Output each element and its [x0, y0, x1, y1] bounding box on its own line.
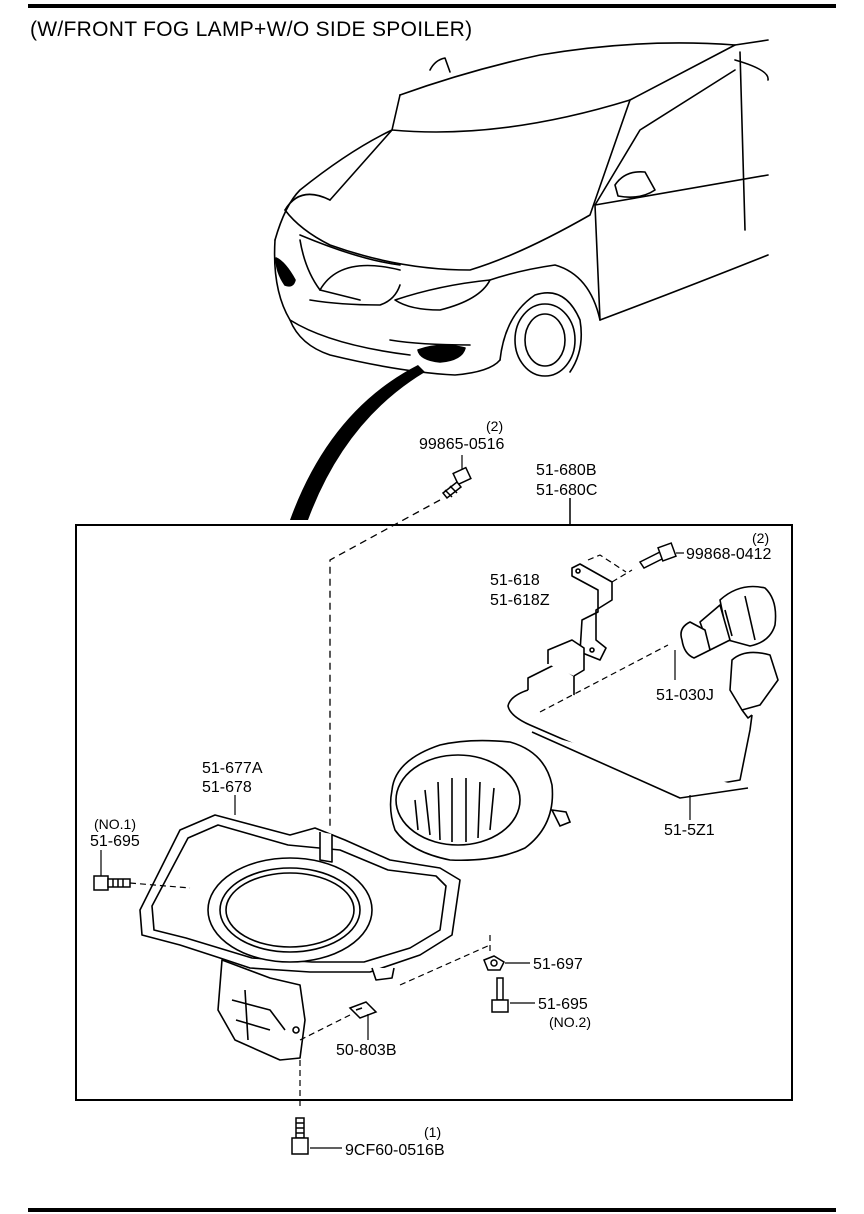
bolt-bottom-qty: (1): [424, 1124, 441, 1140]
screw-no1: [93, 875, 131, 891]
bracket-number-1: 51-618: [490, 572, 540, 589]
bolt-top-number: 99865-0516: [419, 436, 505, 453]
clip-part: [348, 1001, 378, 1019]
harness-number: 51-5Z1: [664, 822, 715, 839]
housing-number-1: 51-677A: [202, 760, 263, 777]
screw-no1-note: (NO.1): [94, 816, 136, 832]
screw-top-right: [638, 542, 677, 569]
nut-dashline: [399, 935, 491, 986]
fog-lamp-lens: [389, 739, 572, 862]
screw-no1-dashline: [129, 882, 191, 889]
bracket-dashline-2: [587, 554, 627, 573]
harness-part: [507, 639, 779, 799]
bracket-number-2: 51-618Z: [490, 592, 550, 609]
bracket-part: [571, 563, 613, 661]
car-illustration: [273, 39, 769, 377]
bolt-top-qty: (2): [486, 418, 503, 434]
clip-number: 50-803B: [336, 1042, 397, 1059]
screw-no2-note: (NO.2): [549, 1014, 591, 1030]
housing-part: [139, 814, 461, 1061]
clip-dashline: [299, 1014, 351, 1041]
bolt-top: [441, 466, 472, 500]
assembly-number-1: 51-680B: [536, 462, 597, 479]
bolt-top-dashline: [329, 499, 441, 830]
screw-no2-number: 51-695: [538, 996, 588, 1013]
assembly-number-2: 51-680C: [536, 482, 597, 499]
housing-number-2: 51-678: [202, 779, 252, 796]
bracket-dashline: [611, 569, 633, 583]
bolt-bottom-number: 9CF60-0516B: [345, 1142, 445, 1159]
screw-no2: [491, 977, 509, 1013]
screw-top-right-number: 99868-0412: [686, 546, 772, 563]
bolt-bottom: [291, 1117, 309, 1155]
bulb-part: [680, 585, 777, 659]
assembly-frame: [75, 524, 793, 1101]
diagram-title: (W/FRONT FOG LAMP+W/O SIDE SPOILER): [30, 18, 473, 41]
screw-no1-number: 51-695: [90, 833, 140, 850]
nut-number: 51-697: [533, 956, 583, 973]
bulb-number: 51-030J: [656, 687, 714, 704]
screw-top-right-qty: (2): [752, 530, 769, 546]
callout-arrow: [290, 365, 425, 520]
connector-dashline: [539, 644, 669, 713]
nut-part: [483, 955, 505, 971]
